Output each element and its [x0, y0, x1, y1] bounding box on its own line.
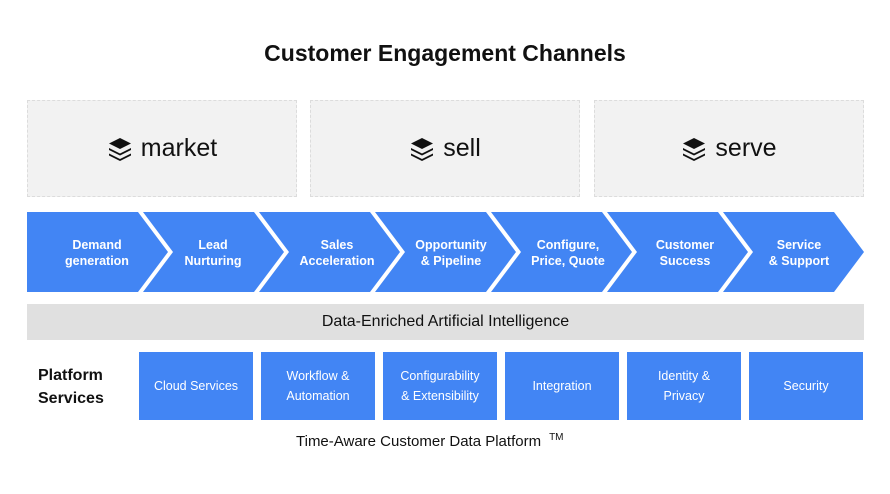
ai-layer-bar: Data-Enriched Artificial Intelligence — [27, 304, 864, 340]
chevron-stage-5 — [491, 212, 632, 292]
chevron-stage-1 — [27, 212, 168, 292]
layers-icon — [108, 137, 131, 161]
channel-serve: serve — [594, 100, 864, 197]
stage-label: Service& Support — [768, 238, 830, 268]
diagram-title: Customer Engagement Channels — [264, 40, 626, 66]
service-configurability: Configurability& Extensibility — [383, 352, 497, 420]
channel-label: sell — [443, 134, 481, 162]
chevron-stage-2 — [143, 212, 284, 292]
service-identity: Identity &Privacy — [627, 352, 741, 420]
service-cloud: Cloud Services — [139, 352, 253, 420]
data-platform-footer: Time-Aware Customer Data Platform TM — [296, 432, 564, 450]
chevron-stage-7 — [723, 212, 864, 292]
footer-text: Time-Aware Customer Data Platform — [296, 433, 542, 450]
service-workflow: Workflow &Automation — [261, 352, 375, 420]
channel-market: market — [27, 100, 297, 197]
service-security: Security — [749, 352, 863, 420]
stage-label: Configure,Price, Quote — [531, 238, 605, 268]
chevron-stage-3 — [259, 212, 400, 292]
chevron-stage-4 — [375, 212, 516, 292]
channel-label: serve — [715, 134, 777, 162]
chevron-stage-6 — [607, 212, 748, 292]
service-integration: Integration — [505, 352, 619, 420]
layers-icon — [683, 137, 706, 161]
layers-icon — [411, 137, 434, 161]
channel-label: market — [140, 134, 218, 162]
stage-label: Opportunity& Pipeline — [415, 238, 487, 268]
channel-sell: sell — [310, 100, 580, 197]
trademark-mark: TM — [549, 432, 564, 443]
